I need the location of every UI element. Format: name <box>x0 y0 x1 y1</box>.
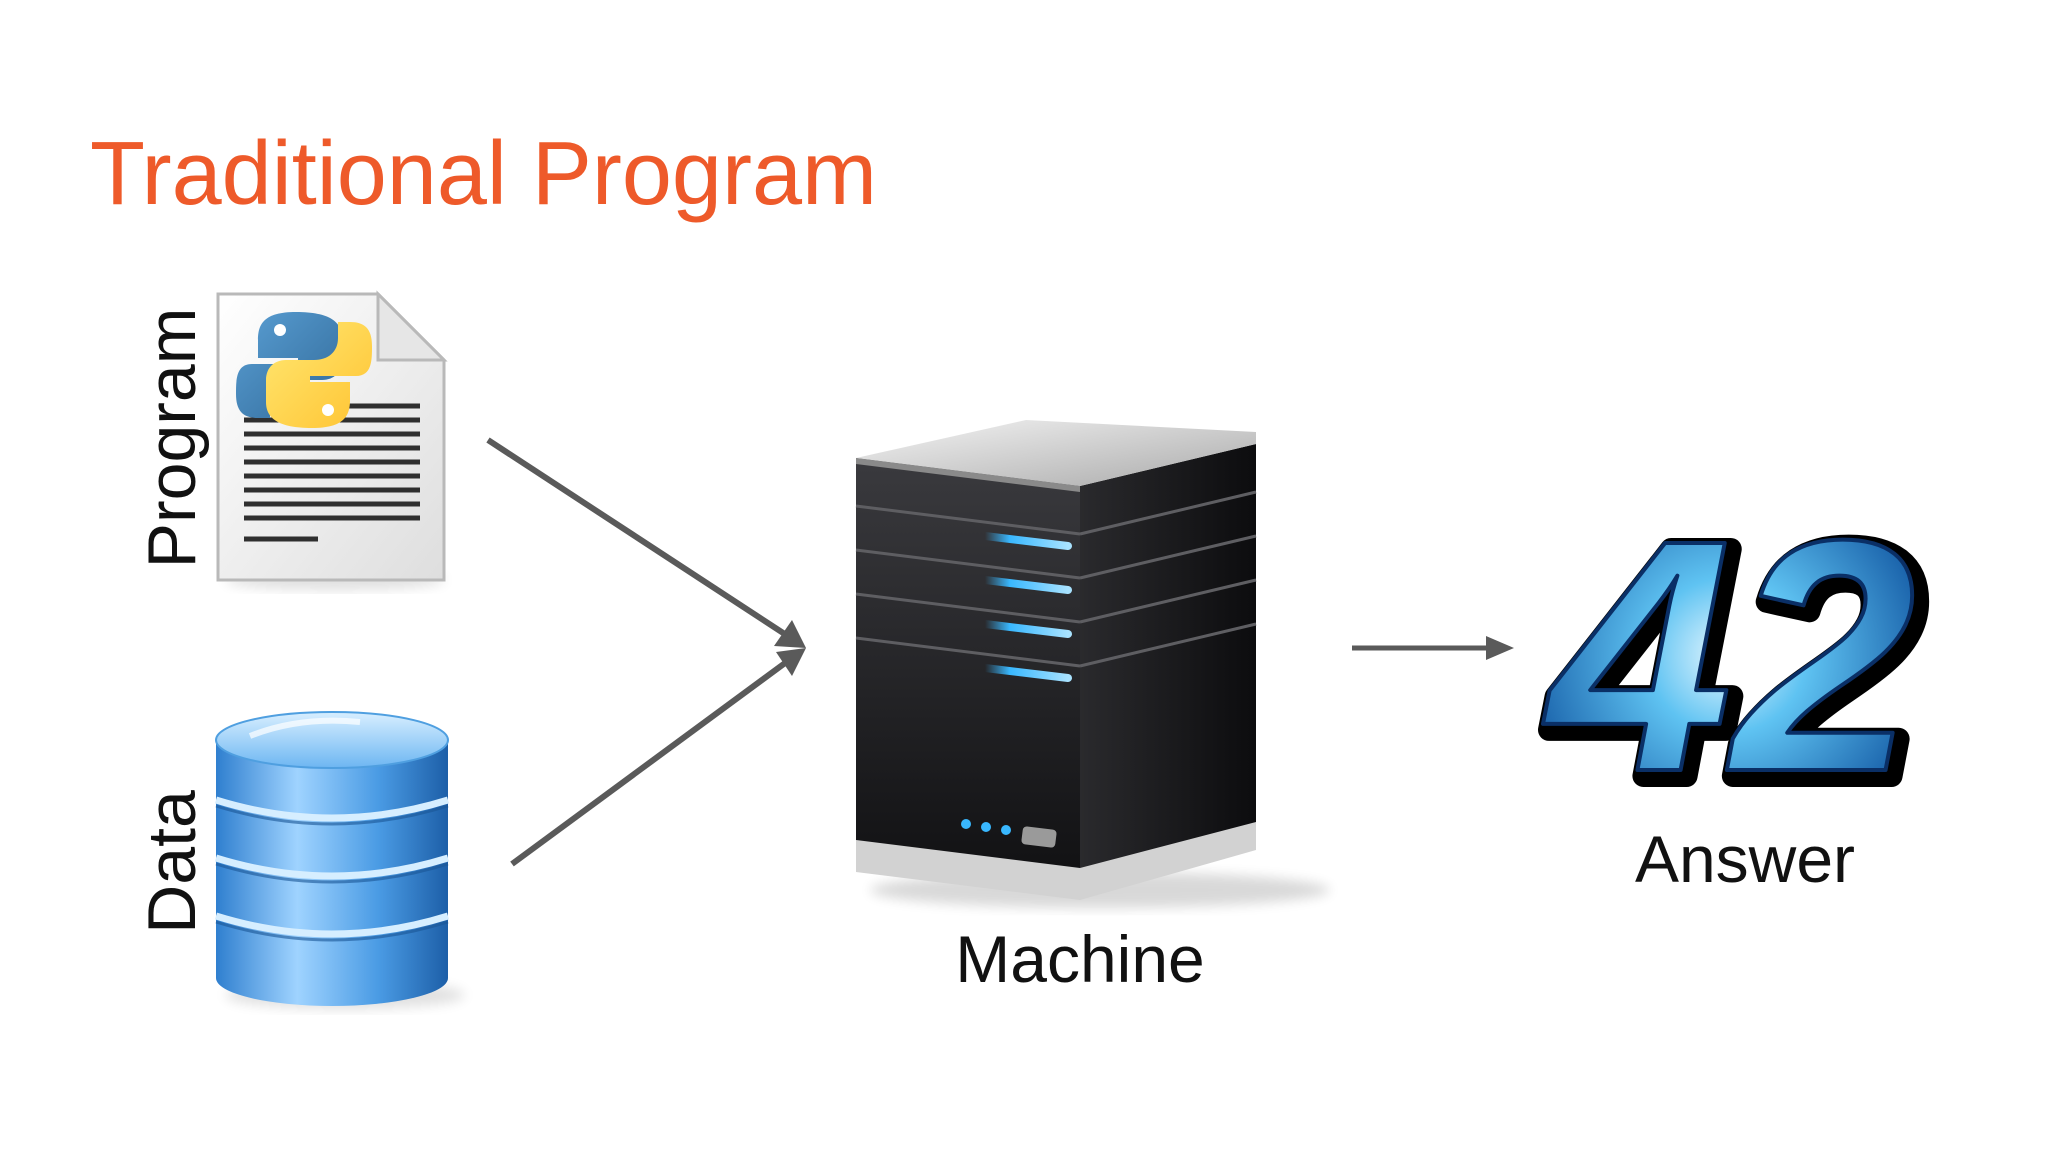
server-status-leds <box>981 532 1072 682</box>
answer-42-graphic: 42 42 <box>1533 466 1932 857</box>
server-icon <box>855 420 1330 908</box>
answer-value: 42 <box>1538 471 1915 840</box>
machine-label: Machine <box>955 922 1205 996</box>
answer-value-outline: 42 <box>1544 477 1921 846</box>
program-label: Program <box>134 307 210 569</box>
slide-title: Traditional Program <box>90 124 877 224</box>
arrow-program-to-machine <box>486 437 806 648</box>
data-label: Data <box>134 790 210 934</box>
python-document-icon <box>216 290 448 590</box>
arrow-data-to-machine <box>510 648 806 867</box>
arrow-machine-to-answer <box>1352 636 1514 660</box>
answer-label: Answer <box>1634 822 1856 896</box>
database-icon <box>214 711 465 1009</box>
python-logo-icon <box>236 312 372 428</box>
